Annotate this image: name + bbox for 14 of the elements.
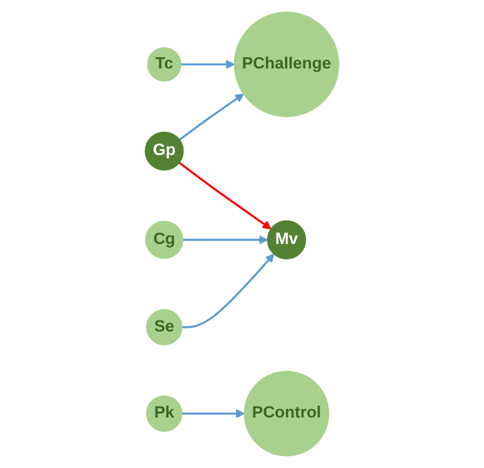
arrow: [182, 254, 274, 328]
arrow: [178, 94, 244, 141]
node-circle: Cg: [145, 220, 184, 259]
node-circle: PControl: [244, 370, 330, 456]
node-circle: Pk: [146, 395, 182, 432]
node-circle: Tc: [147, 47, 182, 82]
arrow: [182, 409, 245, 418]
node-circle: Se: [146, 309, 182, 346]
node-circle: PChallenge: [234, 12, 340, 118]
arrow: [182, 235, 268, 244]
arrow: [178, 162, 272, 230]
node-circle: Gp: [144, 132, 184, 171]
arrow: [180, 60, 235, 69]
node-circle: Mv: [267, 220, 306, 260]
